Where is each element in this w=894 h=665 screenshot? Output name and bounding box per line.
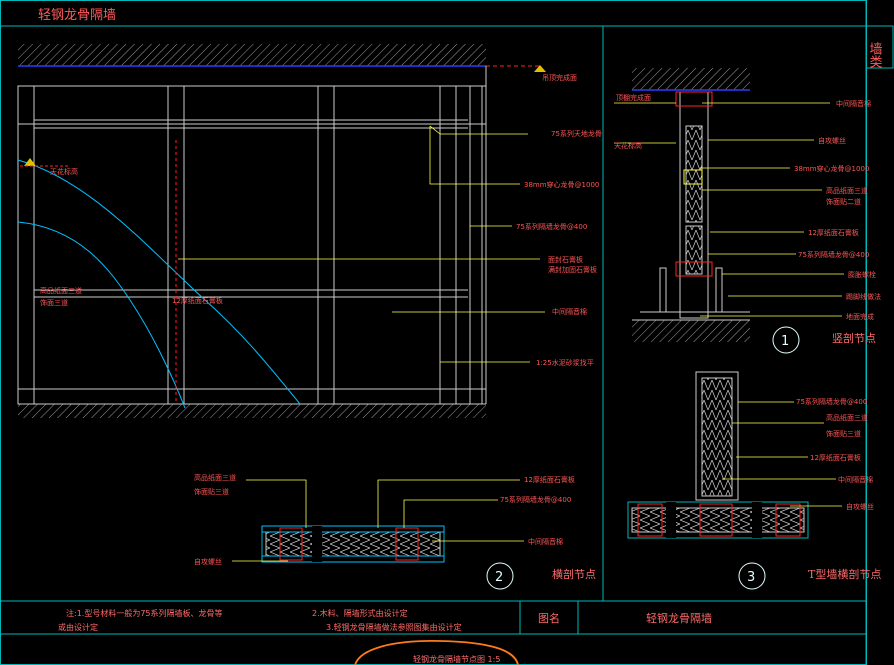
footer-name-value: 轻钢龙骨隔墙: [646, 611, 712, 625]
elev-label-left-mark: 天花标高: [50, 167, 78, 176]
d1-label-r5: 12厚纸面石膏板: [808, 228, 859, 237]
d1-label-left2: 天花标高: [614, 141, 642, 150]
footer-name-label: 图名: [538, 611, 560, 625]
d2-label-r2: 75系列隔墙龙骨@400: [500, 495, 571, 504]
d2-label-l1b: 饰面贴三道: [194, 487, 229, 496]
footer-note-3: 3.轻钢龙骨隔墙做法参照图集由设计定: [326, 622, 462, 632]
elev-label-wall-cover: 满封加固石膏板: [548, 265, 597, 274]
d1-label-r3: 38mm穿心龙骨@1000: [794, 164, 869, 173]
footer-note-1: 注:1.型号材料一般为75系列隔墙板、龙骨等: [66, 608, 223, 618]
detail-2-caption: 横剖节点: [552, 567, 596, 581]
d1-label-r4: 高品纸面三道: [826, 186, 868, 195]
elev-label-finish-face: 中间隔音棉: [552, 307, 587, 316]
elev-label-chan: 38mm穿心龙骨@1000: [524, 180, 599, 189]
elev-label-sky: 75系列天地龙骨: [551, 129, 602, 138]
d1-label-left1: 顶棚完成面: [616, 93, 651, 102]
elev-label-top-ceiling: 吊顶完成面: [542, 73, 577, 82]
detail-2-number-circle: [486, 562, 514, 590]
d1-label-r2: 自攻螺丝: [818, 136, 846, 145]
bottom-caption: 轻钢龙骨隔墙节点图 1:5: [413, 654, 500, 664]
footer-block: 注:1.型号材料一般为75系列隔墙板、龙骨等 或由设计定 2.木料、隔墙形式由设…: [58, 608, 712, 665]
detail-3-t-junction: 75系列隔墙龙骨@400 高品纸面三道 饰面贴三道 12厚纸面石膏板 中间隔音棉…: [627, 371, 881, 590]
sheet-title: 轻钢龙骨隔墙: [38, 8, 116, 23]
footer-note-1b: 或由设计定: [58, 622, 98, 632]
d3-label-r2b: 饰面贴三道: [826, 429, 861, 438]
d2-label-l1: 高品纸面三道: [194, 473, 236, 482]
detail-3-number: 3: [747, 570, 755, 585]
detail-3-number-circle: [738, 562, 766, 590]
red-pen-markup: [354, 640, 519, 665]
elev-label-plaster-12: 12厚纸面石膏板: [172, 296, 223, 305]
detail-1-number: 1: [781, 334, 789, 349]
d1-label-r4b: 饰面贴二道: [826, 197, 861, 206]
detail-1-number-circle: [772, 326, 800, 354]
elev-label-hatch-left2: 饰面三道: [40, 298, 68, 307]
detail-2-number: 2: [495, 570, 503, 585]
d3-label-r1: 75系列隔墙龙骨@400: [796, 397, 867, 406]
d3-label-r4: 中间隔音棉: [838, 475, 873, 484]
d2-label-l2: 自攻螺丝: [194, 557, 222, 566]
elev-label-floor: 1:25水泥砂浆找平: [536, 358, 594, 367]
d2-label-r1: 12厚纸面石膏板: [524, 475, 575, 484]
d1-label-r6: 75系列隔墙龙骨@400: [798, 250, 869, 259]
footer-note-2: 2.木料、隔墙形式由设计定: [312, 608, 408, 618]
d1-label-r1: 中间隔音棉: [836, 99, 871, 108]
detail-1-caption: 竖剖节点: [832, 331, 876, 345]
d2-label-r3: 中间隔音棉: [528, 537, 563, 546]
elev-label-stud: 75系列隔墙龙骨@400: [516, 222, 587, 231]
d3-label-r5: 自攻螺丝: [846, 502, 874, 511]
d1-label-r8: 踢脚线做法: [846, 292, 881, 301]
detail-2-horizontal-section: 高品纸面三道 饰面贴三道 自攻螺丝 12厚纸面石膏板 75系列隔墙龙骨@400 …: [194, 473, 596, 590]
d1-label-r9: 地面完成: [846, 312, 874, 321]
d3-label-r2: 高品纸面三道: [826, 413, 868, 422]
elevation-view: 吊顶完成面 75系列天地龙骨 38mm穿心龙骨@1000 75系列隔墙龙骨@40…: [17, 44, 602, 418]
side-tab-label: 墙类: [867, 42, 883, 68]
d1-label-r7: 膨胀螺栓: [848, 270, 876, 279]
d3-label-r3: 12厚纸面石膏板: [810, 453, 861, 462]
elev-label-board-hidden: 面封石膏板: [548, 255, 583, 264]
elev-label-hatch-left: 高品纸面三道: [40, 286, 82, 295]
detail-3-caption: T型墙横剖节点: [808, 567, 881, 581]
detail-1-vertical-section: 顶棚完成面 天花标高 中间隔音棉 自攻螺丝 38mm穿心龙骨@1000 高品纸面…: [614, 68, 881, 354]
